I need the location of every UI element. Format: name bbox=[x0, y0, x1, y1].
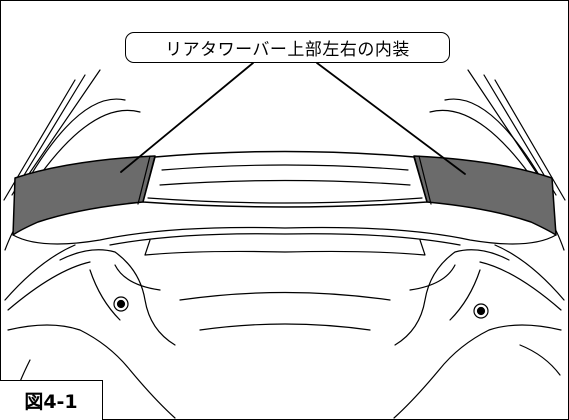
right-trim-panel bbox=[413, 155, 557, 236]
figure-number-label: 図4-1 bbox=[0, 380, 103, 420]
left-trim-panel bbox=[12, 155, 156, 236]
right-bolt-icon bbox=[473, 303, 489, 319]
callout-label: リアタワーバー上部左右の内装 bbox=[125, 32, 450, 63]
right-body-lines bbox=[429, 69, 566, 311]
tower-bar bbox=[142, 150, 428, 208]
lower-body-lines bbox=[7, 226, 562, 419]
left-bolt-icon bbox=[113, 296, 129, 312]
callout-leaders bbox=[120, 62, 466, 175]
